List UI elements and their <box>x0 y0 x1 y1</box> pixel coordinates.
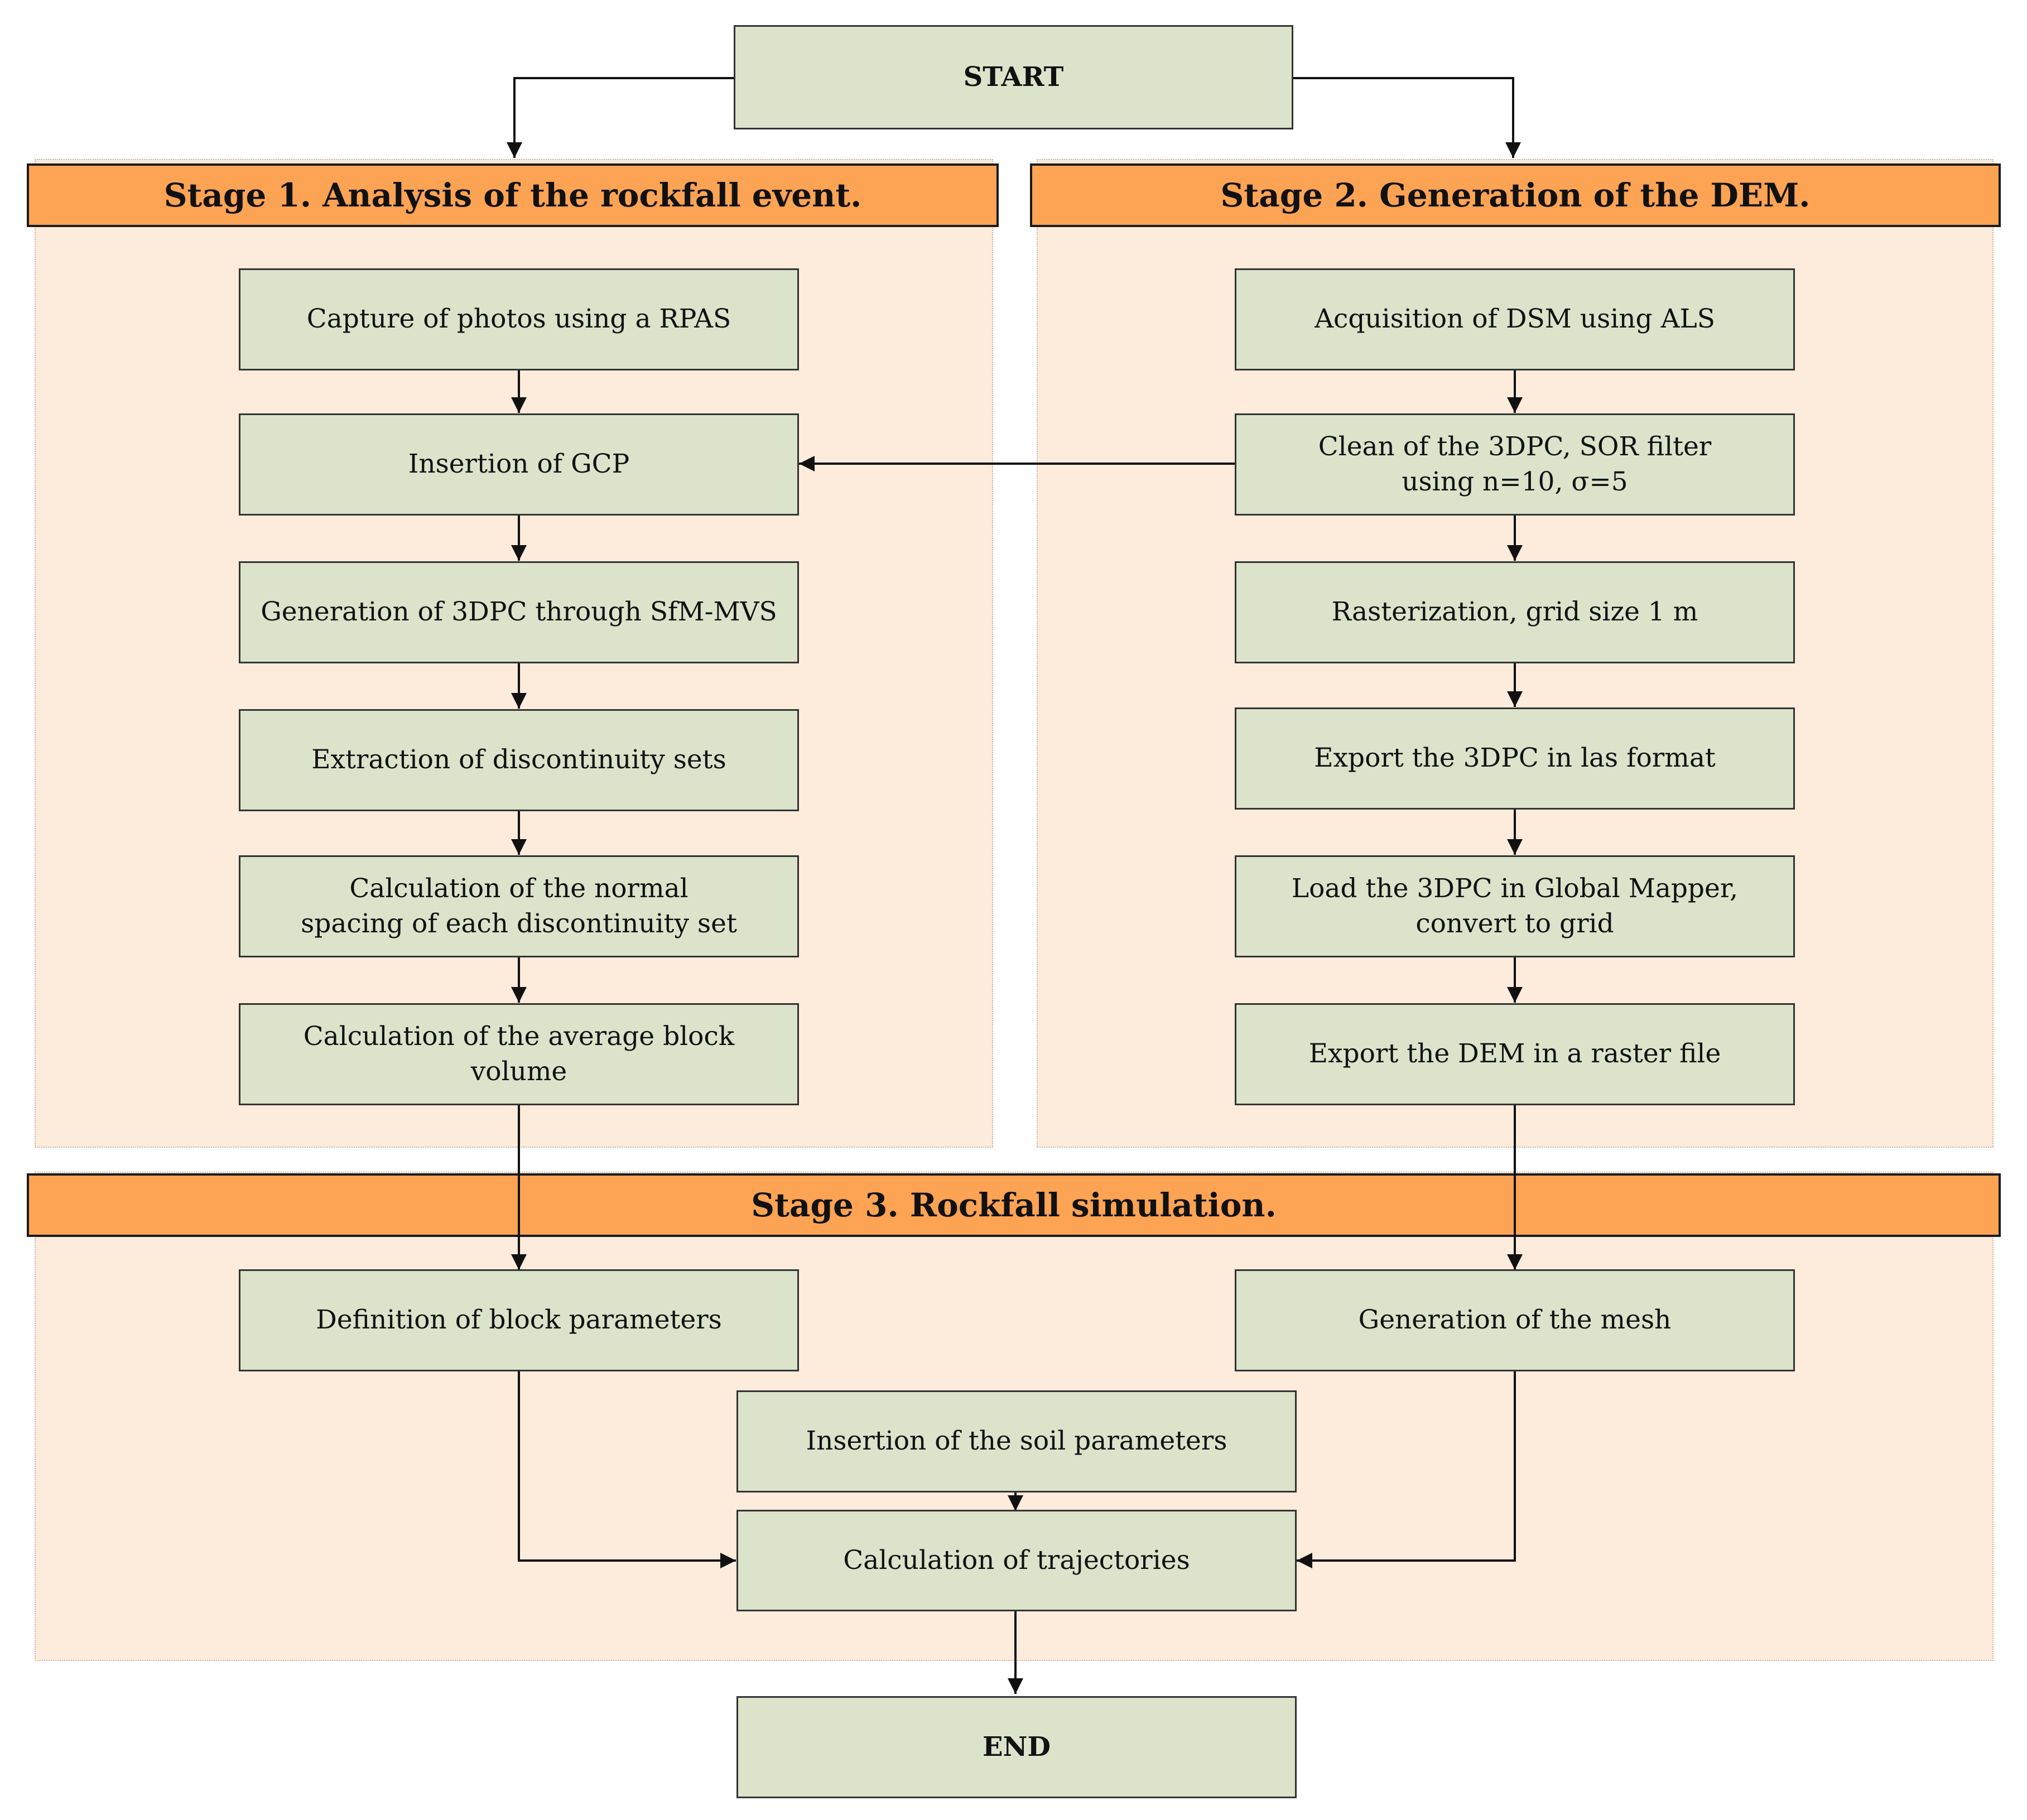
step-block-parameters: Definition of block parameters <box>239 1269 799 1371</box>
step-generation-3dpc: Generation of 3DPC through SfM-MVS <box>239 561 799 663</box>
step-soil-parameters: Insertion of the soil parameters <box>736 1390 1297 1492</box>
step-insertion-gcp: Insertion of GCP <box>239 413 799 516</box>
step-calculation-trajectories: Calculation of trajectories <box>736 1510 1297 1611</box>
stage3-header: Stage 3. Rockfall simulation. <box>27 1173 2001 1237</box>
step-normal-spacing: Calculation of the normal spacing of eac… <box>239 855 799 957</box>
step-acquisition-dsm: Acquisition of DSM using ALS <box>1235 268 1795 370</box>
stage3-title: Stage 3. Rockfall simulation. <box>751 1186 1277 1224</box>
stage2-title: Stage 2. Generation of the DEM. <box>1220 176 1811 214</box>
arrow-mesh-to-trajectories <box>1297 1371 1516 1568</box>
step-load-global-mapper: Load the 3DPC in Global Mapper, convert … <box>1235 855 1795 957</box>
arrow-start-to-stage2 <box>1293 77 1521 158</box>
stage1-title: Stage 1. Analysis of the rockfall event. <box>163 176 862 214</box>
end-label: END <box>982 1731 1051 1763</box>
arrow-block-to-trajectories <box>518 1371 736 1568</box>
end-box: END <box>736 1696 1297 1798</box>
stage2-header: Stage 2. Generation of the DEM. <box>1030 163 2001 227</box>
step-average-block-volume: Calculation of the average block volume <box>239 1003 799 1105</box>
arrow-start-to-stage1 <box>507 77 734 158</box>
step-export-dem: Export the DEM in a raster file <box>1235 1003 1795 1105</box>
step-capture-photos: Capture of photos using a RPAS <box>239 268 799 370</box>
stage1-header: Stage 1. Analysis of the rockfall event. <box>27 163 999 227</box>
start-box: START <box>734 25 1293 129</box>
step-rasterization: Rasterization, grid size 1 m <box>1235 561 1795 663</box>
step-generation-mesh: Generation of the mesh <box>1235 1269 1795 1371</box>
step-extraction-discontinuity: Extraction of discontinuity sets <box>239 709 799 811</box>
start-label: START <box>963 61 1064 93</box>
step-clean-sor: Clean of the 3DPC, SOR filter using n=10… <box>1235 413 1795 516</box>
step-export-las: Export the 3DPC in las format <box>1235 707 1795 810</box>
